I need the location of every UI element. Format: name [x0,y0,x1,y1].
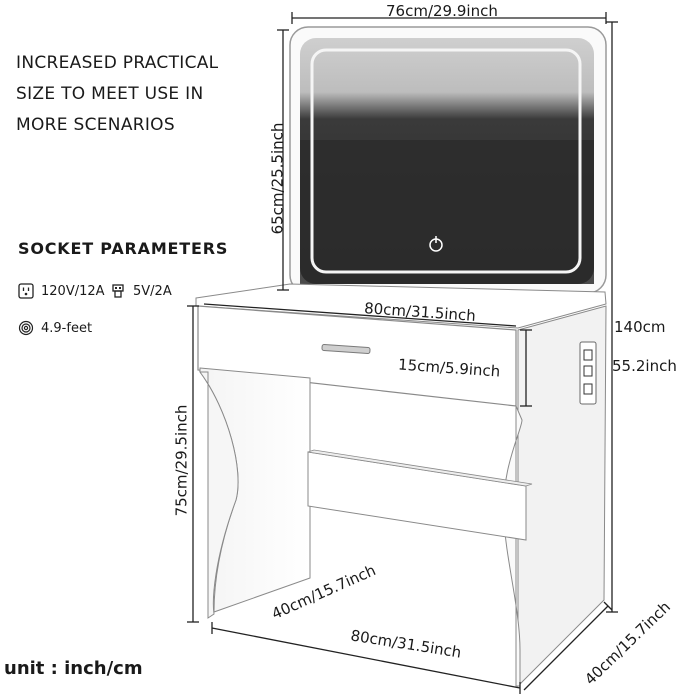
mirror-floor-reflection [300,140,594,284]
outlet-icon [18,283,34,299]
total-height-inch-label: 55.2inch [612,357,677,375]
led-light-strip [310,48,582,274]
headline: INCREASED PRACTICAL SIZE TO MEET USE IN … [16,53,219,135]
mirror-height-label: 65cm/25.5inch [268,122,287,235]
dimension-lines [187,12,618,694]
spec-usb: 5V/2A [110,283,172,299]
spec-usb-label: 5V/2A [133,283,172,299]
cross-bar [307,451,527,541]
spec-cable-label: 4.9-feet [41,320,93,336]
spec-cable: 4.9-feet [18,320,92,336]
power-socket-panel [579,341,597,405]
spec-outlet: 120V/12A [18,283,105,299]
cable-coil-icon [18,320,34,336]
mirror-width-label: 76cm/29.9inch [386,2,498,20]
mirror [289,26,607,294]
unit-label: unit : inch/cm [4,658,143,679]
desk [195,283,607,688]
table-height-label: 75cm/29.5inch [172,404,191,517]
usb-icon [112,284,124,298]
socket-parameters-title: SOCKET PARAMETERS [18,239,229,258]
total-height-cm-label: 140cm [614,318,666,336]
drawer-handle [321,343,371,355]
spec-outlet-label: 120V/12A [41,283,105,299]
